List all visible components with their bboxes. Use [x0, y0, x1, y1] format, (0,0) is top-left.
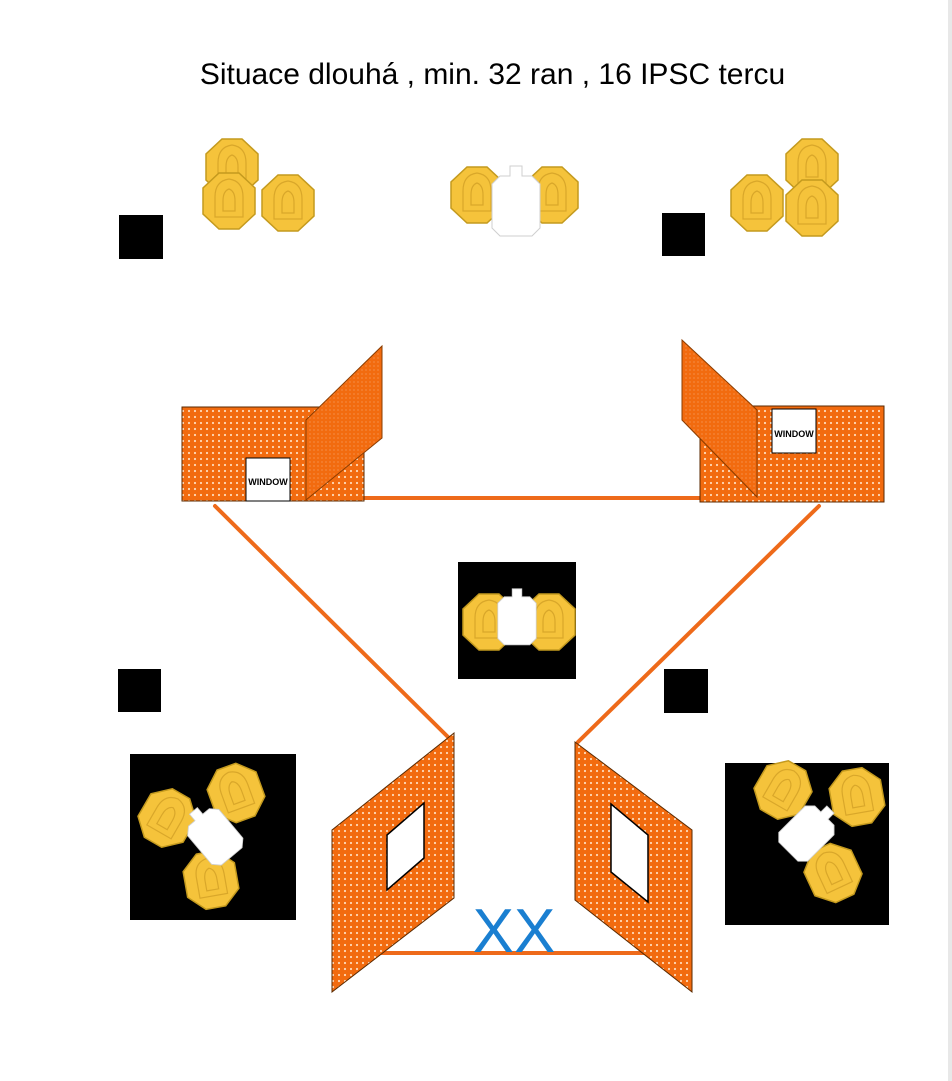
popper-marker-top-right — [662, 213, 705, 256]
target-panel-bottom-right — [725, 752, 889, 925]
stage-title: Situace dlouhá , min. 32 ran , 16 IPSC t… — [199, 58, 786, 91]
barricade-right — [681, 338, 885, 503]
target-group-top-center — [450, 165, 579, 237]
popper-marker-mid-left — [118, 669, 161, 712]
wall-bottom-right — [574, 740, 693, 994]
popper-marker-mid-right — [664, 669, 708, 713]
target-panel-center — [458, 562, 576, 679]
start-position-marker: XX — [473, 897, 556, 966]
window-opening-left — [245, 457, 291, 502]
fault-lines — [213, 496, 821, 955]
page-edge — [948, 0, 952, 1081]
target-group-top-left — [202, 138, 315, 232]
barricade-left — [181, 344, 383, 502]
window-label-right: WINDOW — [774, 429, 814, 439]
target-panel-bottom-left — [129, 754, 296, 920]
target-group-top-right — [730, 138, 839, 237]
popper-marker-top-left — [119, 215, 163, 259]
window-opening-right — [771, 408, 817, 454]
wall-bottom-left — [331, 731, 455, 994]
window-label-left: WINDOW — [248, 477, 288, 487]
